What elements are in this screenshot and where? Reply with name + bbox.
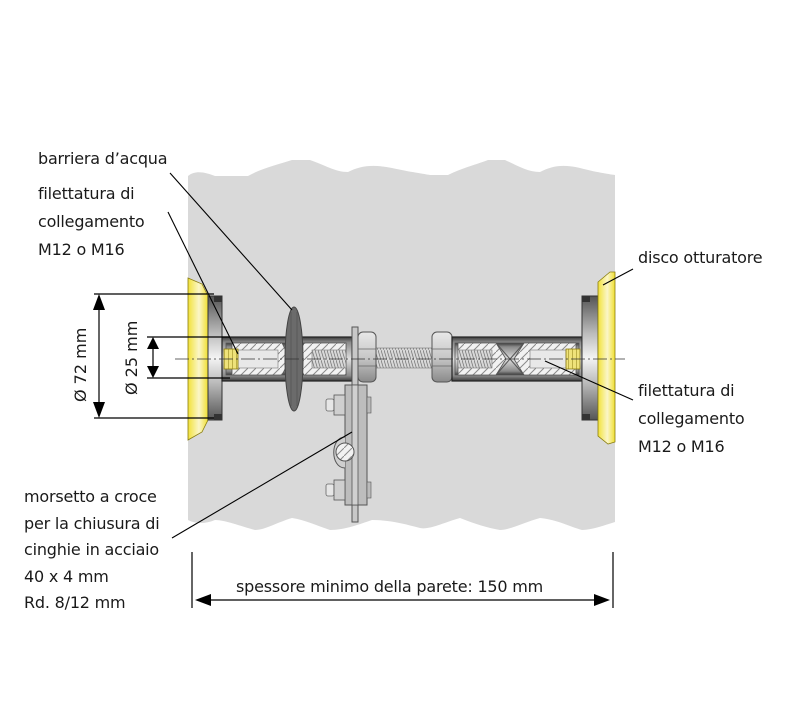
label-line: spessore minimo della parete: 150 mm <box>236 577 544 596</box>
label-thread-left: filettatura di collegamento M12 o M16 <box>38 180 145 264</box>
label-line: cinghie in acciaio <box>24 540 160 559</box>
dimension-outer-diameter <box>93 293 214 419</box>
label-outer-diameter: Ø 72 mm <box>71 327 90 402</box>
label-thread-right: filettatura di collegamento M12 o M16 <box>638 377 745 461</box>
leader-cross-clamp <box>171 431 353 539</box>
label-sealing-disc: disco otturatore <box>638 245 763 270</box>
label-line: M12 o M16 <box>638 437 725 456</box>
label-line: per la chiusura di <box>24 513 160 533</box>
label-wall-thickness: spessore minimo della parete: 150 mm <box>236 574 543 599</box>
label-line: collegamento <box>38 212 145 231</box>
threaded-rod <box>375 347 433 369</box>
leader-thread-left <box>167 211 239 355</box>
dimension-wall-thickness <box>191 552 614 608</box>
label-line: morsetto a croce <box>24 487 157 506</box>
label-water-barrier: barriera d’acqua <box>38 146 168 171</box>
label-line: 40 x 4 mm <box>24 566 109 586</box>
clamp-bolt-upper <box>325 394 372 416</box>
dimension-inner-diameter <box>147 336 230 379</box>
leader-sealing-disc <box>602 268 634 286</box>
label-line: collegamento <box>638 409 745 428</box>
left-flange <box>207 295 223 421</box>
label-line: disco otturatore <box>638 248 763 267</box>
nut-right <box>431 331 453 383</box>
label-cross-clamp: morsetto a croce per la chiusura di cing… <box>24 484 160 617</box>
rebar-section <box>335 442 355 462</box>
label-line: filettatura di <box>38 184 135 203</box>
label-inner-diameter: Ø 25 mm <box>122 320 141 395</box>
label-line: barriera d’acqua <box>38 149 168 168</box>
clamp-bolt-lower <box>325 479 372 501</box>
leader-water-barrier <box>169 172 293 311</box>
right-sealing-disc <box>597 271 616 445</box>
label-line: Rd. 8/12 mm <box>24 593 126 612</box>
nut-left <box>357 331 377 383</box>
wall-section <box>188 160 615 530</box>
label-line: M12 o M16 <box>38 240 125 259</box>
right-flange <box>581 295 599 421</box>
leader-thread-right <box>544 360 634 401</box>
label-line: filettatura di <box>638 381 735 400</box>
